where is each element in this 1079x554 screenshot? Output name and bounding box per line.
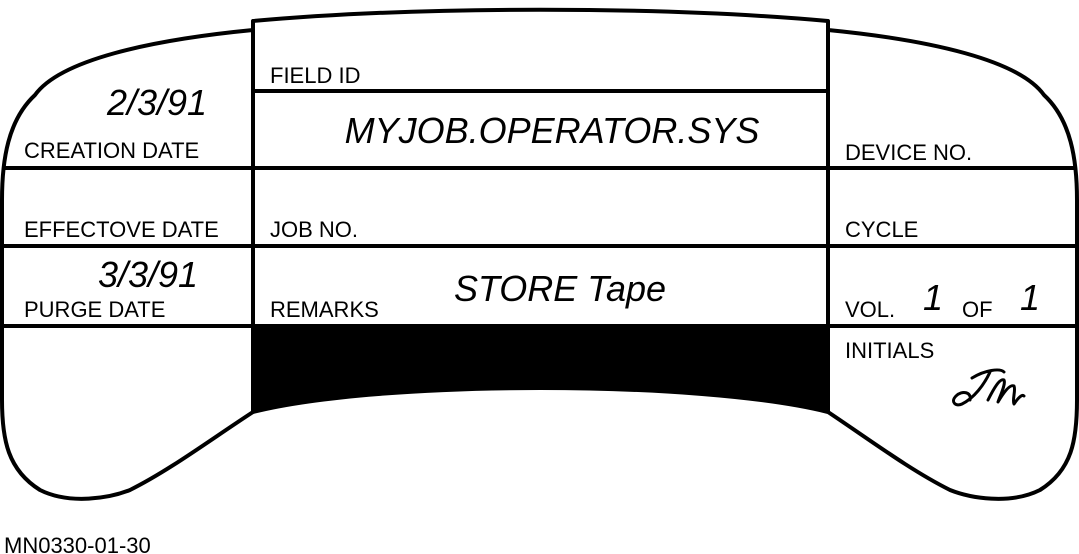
remarks-value: STORE Tape <box>454 268 666 309</box>
effective-date-label: EFFECTOVE DATE <box>24 217 219 242</box>
job-no-label: JOB NO. <box>270 217 358 242</box>
remarks-label: REMARKS <box>270 297 379 322</box>
black-block <box>253 326 828 412</box>
initials-label: INITIALS <box>845 338 934 363</box>
of-label: OF <box>962 297 993 322</box>
of-value: 1 <box>1020 277 1040 318</box>
vol-value: 1 <box>923 277 943 318</box>
field-id-label: FIELD ID <box>270 63 360 88</box>
purge-date-label: PURGE DATE <box>24 297 165 322</box>
creation-date-value: 2/3/91 <box>106 82 207 123</box>
field-id-value: MYJOB.OPERATOR.SYS <box>345 110 760 151</box>
creation-date-label: CREATION DATE <box>24 138 199 163</box>
figure-id: MN0330-01-30 <box>4 533 151 554</box>
device-no-label: DEVICE NO. <box>845 140 972 165</box>
initials-signature <box>952 368 1026 407</box>
cycle-label: CYCLE <box>845 217 918 242</box>
vol-label: VOL. <box>845 297 895 322</box>
purge-date-value: 3/3/91 <box>98 254 198 295</box>
